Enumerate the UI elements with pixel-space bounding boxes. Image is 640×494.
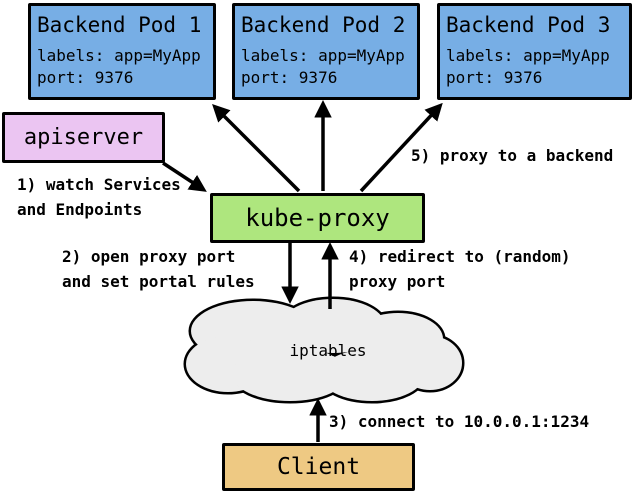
annotation-step3: 3) connect to 10.0.0.1:1234 — [329, 412, 590, 431]
apiserver-label: apiserver — [23, 125, 144, 150]
node-client: Client — [222, 443, 415, 491]
pod3-port: port: 9376 — [446, 68, 543, 87]
annotation-step4: 4) redirect to (random) proxy port — [349, 247, 571, 291]
pod2-title: Backend Pod 2 — [241, 13, 406, 37]
pod1-title: Backend Pod 1 — [37, 13, 202, 37]
iptables-label: iptables — [289, 341, 367, 360]
annotation-step5: 5) proxy to a backend — [411, 146, 614, 165]
node-backend-pod-3: Backend Pod 3 labels: app=MyApp port: 93… — [437, 3, 632, 100]
pod2-port: port: 9376 — [241, 68, 338, 87]
node-apiserver: apiserver — [2, 112, 165, 163]
pod3-title: Backend Pod 3 — [446, 13, 611, 37]
pod2-labels: labels: app=MyApp — [241, 46, 405, 65]
pod1-port: port: 9376 — [37, 68, 134, 87]
kube-proxy-label: kube-proxy — [245, 204, 390, 232]
annotation-step1: 1) watch Services and Endpoints — [17, 175, 181, 219]
node-backend-pod-1: Backend Pod 1 labels: app=MyApp port: 93… — [28, 3, 216, 100]
arrow-kube-proxy-to-pod1 — [212, 104, 301, 193]
pod1-labels: labels: app=MyApp — [37, 46, 201, 65]
node-backend-pod-2: Backend Pod 2 labels: app=MyApp port: 93… — [232, 3, 420, 100]
client-label: Client — [276, 454, 361, 480]
node-kube-proxy: kube-proxy — [210, 193, 425, 243]
pod3-labels: labels: app=MyApp — [446, 46, 610, 65]
annotation-step2: 2) open proxy port and set portal rules — [62, 247, 255, 291]
